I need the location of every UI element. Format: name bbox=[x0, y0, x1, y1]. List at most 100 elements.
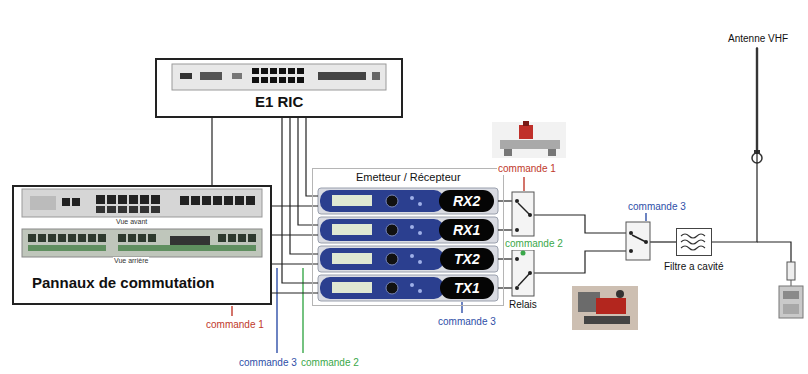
rf-wires-part bbox=[534, 251, 631, 273]
radio-units-part bbox=[318, 246, 498, 272]
relay-switches-part bbox=[521, 251, 526, 256]
patch-panels-part bbox=[191, 196, 200, 205]
patch-panels-part bbox=[38, 234, 46, 242]
view-label: Vue avant bbox=[115, 218, 148, 226]
radio-units bbox=[318, 188, 498, 301]
e1-device-part bbox=[318, 72, 366, 80]
radio-units-part bbox=[332, 282, 372, 293]
e1-device-part bbox=[279, 68, 286, 74]
cavity-filter-symbol-part bbox=[681, 240, 705, 244]
patch-panels-part bbox=[12, 185, 272, 305]
relay-photo bbox=[492, 121, 566, 158]
patch-panels-part bbox=[151, 206, 160, 213]
patch-panels bbox=[12, 185, 272, 305]
e1-device-part bbox=[288, 68, 295, 74]
radio-units-part bbox=[386, 253, 398, 265]
node-text: Antenne VHF bbox=[728, 33, 788, 45]
radio-units-part bbox=[410, 283, 414, 287]
patch-panels-part bbox=[235, 196, 244, 205]
relay-photo-part bbox=[548, 149, 556, 156]
radio-unit: RX1 bbox=[318, 217, 498, 243]
radio-units-part bbox=[318, 217, 498, 243]
node-text: Emetteur / Récepteur bbox=[356, 171, 461, 184]
patch-panels-part bbox=[148, 234, 156, 242]
patch-panels-part bbox=[213, 196, 222, 205]
unit-label: RX2 bbox=[439, 190, 494, 212]
patch-panels-part bbox=[62, 198, 70, 206]
e1-device-part bbox=[297, 77, 304, 83]
radio-units-part bbox=[332, 224, 372, 235]
relay-switches-part bbox=[629, 231, 633, 235]
patch-panels-part bbox=[170, 236, 210, 246]
patch-panels-part bbox=[118, 195, 127, 204]
patch-panels-part bbox=[202, 196, 211, 205]
e1-device-part bbox=[252, 77, 259, 83]
relay-photo-part bbox=[492, 122, 566, 158]
radio-units-part bbox=[320, 190, 444, 212]
unit-label: RX1 bbox=[439, 219, 494, 241]
e1-device-part bbox=[261, 77, 268, 83]
patch-panels-part bbox=[151, 195, 160, 204]
patch-panels-part bbox=[218, 234, 226, 242]
unit-label: TX2 bbox=[440, 248, 494, 270]
patch-panels-part bbox=[246, 196, 255, 205]
command-label: commande 1 bbox=[205, 319, 265, 331]
relay-photo-part bbox=[523, 121, 529, 126]
command-label: commande 2 bbox=[504, 238, 564, 250]
patch-panels-part bbox=[58, 234, 66, 242]
radio-units-part bbox=[320, 277, 444, 299]
relay-switches-part bbox=[518, 203, 530, 215]
rf-wires bbox=[498, 201, 791, 288]
e1-device-part bbox=[180, 73, 192, 79]
surge-arrester-part bbox=[779, 286, 803, 318]
patch-panels-part bbox=[107, 206, 116, 213]
radio-unit: TX1 bbox=[318, 275, 498, 301]
relay-switches-part bbox=[515, 257, 519, 261]
patch-panels-part bbox=[22, 229, 262, 257]
e1-device-part bbox=[297, 68, 304, 74]
surge-arrester-part bbox=[783, 291, 799, 299]
cavity-filter-symbol-part bbox=[681, 234, 705, 238]
e1-device-part bbox=[232, 73, 242, 79]
e1-device-part bbox=[288, 77, 295, 83]
patch-panels-part bbox=[72, 198, 80, 206]
panel-box: Pannaux de commutation bbox=[12, 185, 272, 305]
patch-panels-part bbox=[118, 245, 256, 251]
e1-device-part bbox=[172, 64, 386, 90]
radio-units-part bbox=[320, 219, 444, 241]
rf-wires-part bbox=[534, 215, 631, 233]
command-leaders-part bbox=[231, 306, 232, 316]
command-label: commande 3 bbox=[437, 316, 497, 328]
patch-panels-part bbox=[128, 234, 136, 242]
radio-units-part bbox=[418, 202, 422, 206]
command-leaders-part bbox=[461, 302, 462, 313]
surge-arrester-part bbox=[783, 304, 799, 314]
cavity-filter-symbol-part bbox=[681, 246, 705, 250]
radio-units-part bbox=[318, 188, 498, 214]
relay-switches-part bbox=[512, 250, 534, 296]
relay-switches-part bbox=[629, 249, 633, 253]
patch-panels-part bbox=[138, 234, 146, 242]
patch-panels-part bbox=[228, 234, 236, 242]
e1-device-part bbox=[270, 77, 277, 83]
radio-units-part bbox=[332, 195, 372, 206]
patch-panels-part bbox=[96, 206, 105, 213]
radio-units-part bbox=[410, 196, 414, 200]
equipment-photo bbox=[572, 286, 638, 330]
patch-panels-part bbox=[248, 234, 256, 242]
patch-panels-part bbox=[30, 196, 56, 210]
node-text: Pannaux de commutation bbox=[32, 274, 215, 291]
patch-panels-part bbox=[140, 195, 149, 204]
patch-panels-part bbox=[107, 195, 116, 204]
relay-switches-part bbox=[515, 228, 519, 232]
patch-panels-part bbox=[129, 195, 138, 204]
equipment-photo-part bbox=[572, 286, 638, 330]
radio-units-part bbox=[418, 231, 422, 235]
view-label: Vue arrière bbox=[113, 257, 149, 265]
patch-panels-part bbox=[238, 234, 246, 242]
radio-units-part bbox=[386, 282, 398, 294]
command-label: Relais bbox=[508, 299, 538, 311]
radio-units-part bbox=[410, 225, 414, 229]
connector-line bbox=[211, 118, 212, 185]
